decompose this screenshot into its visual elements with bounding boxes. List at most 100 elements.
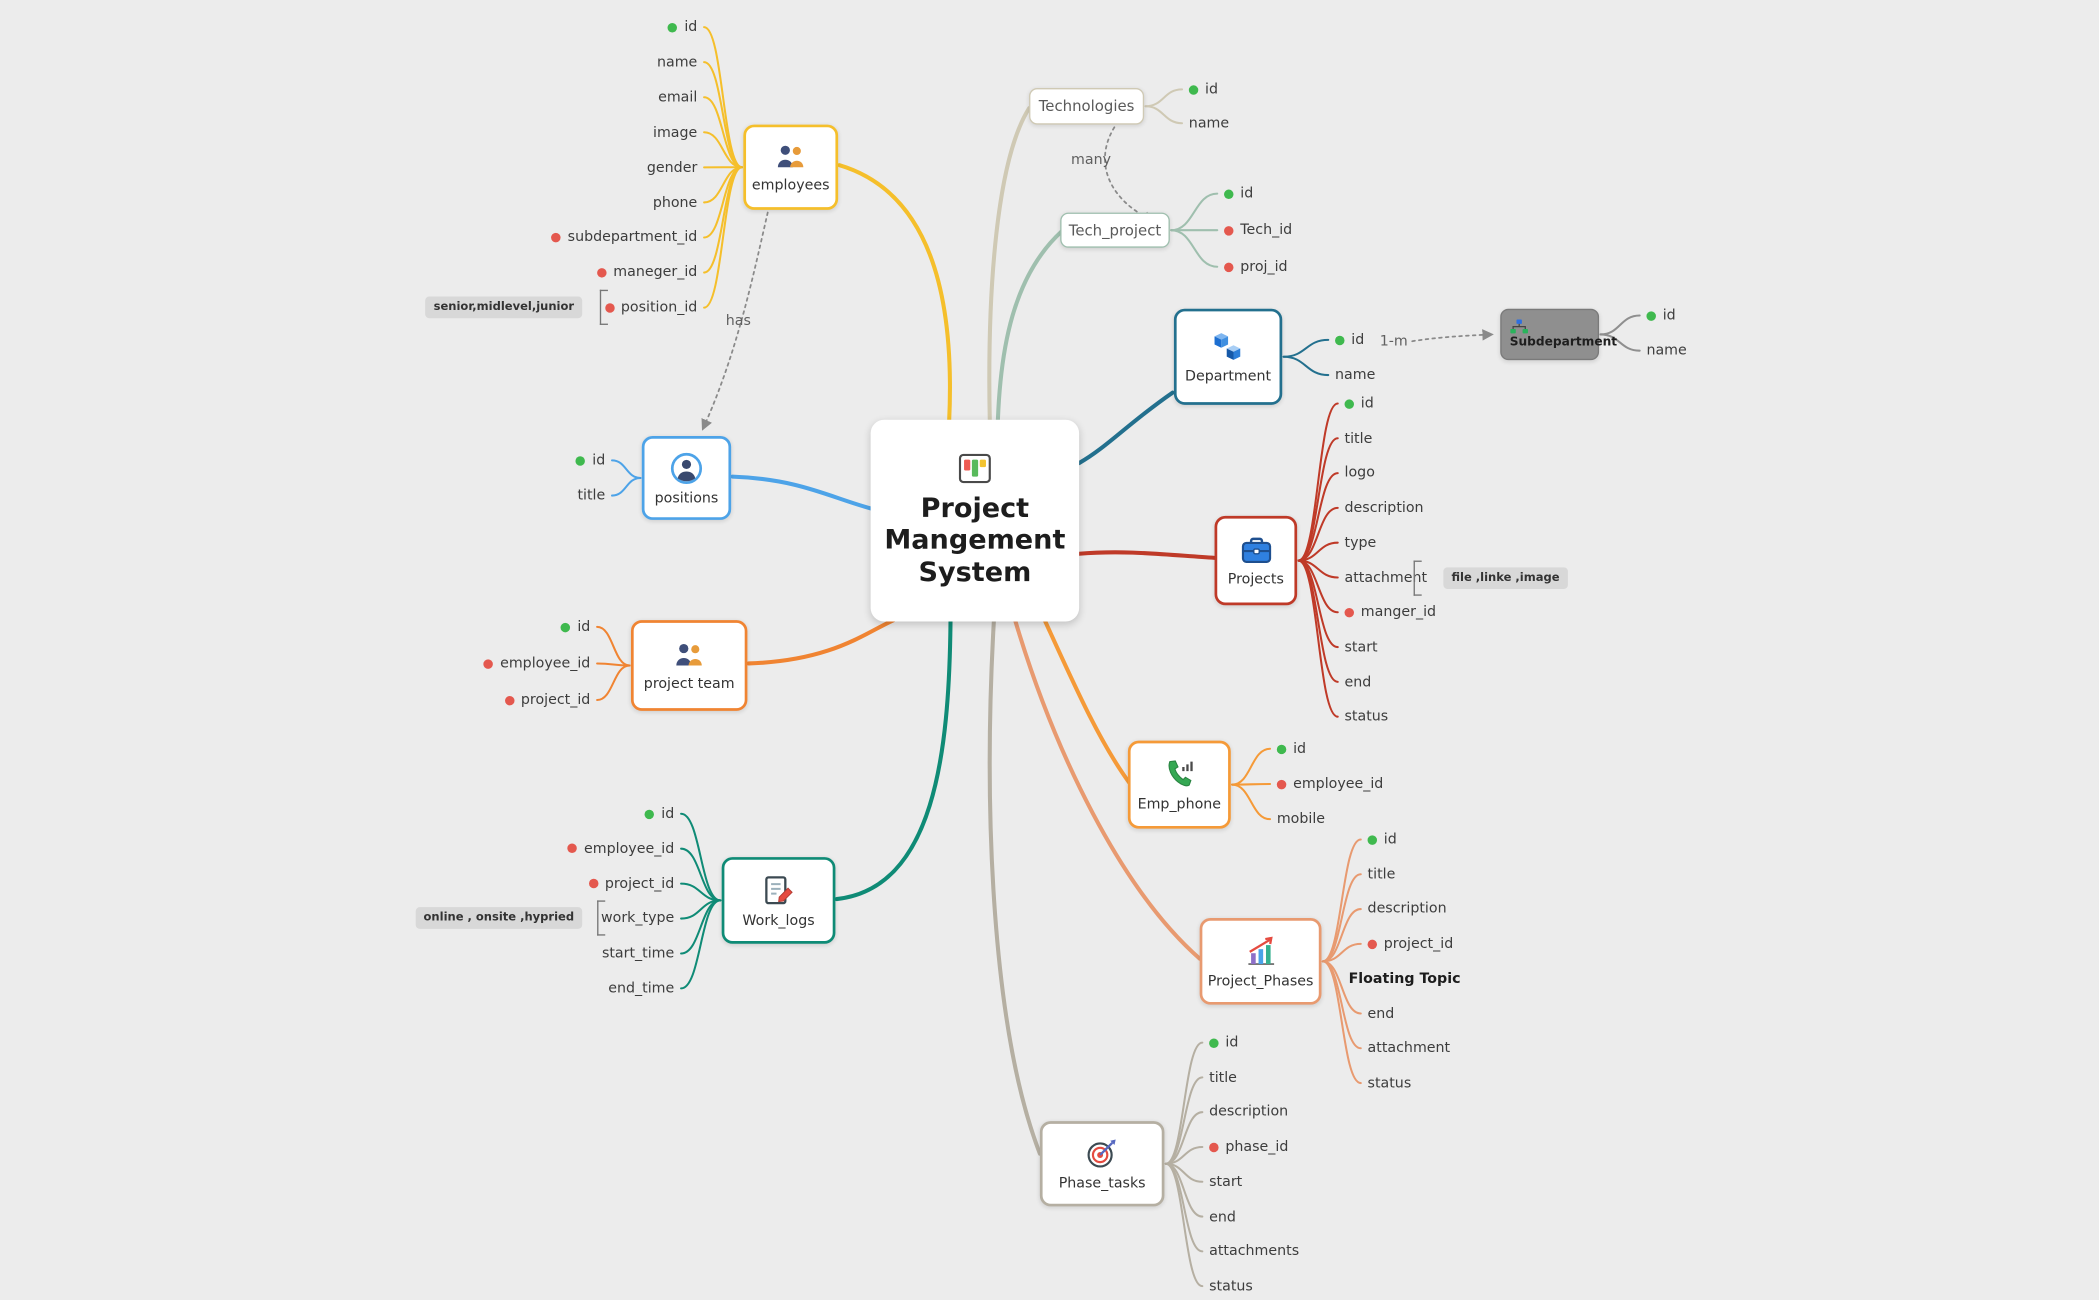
field-label: mobile [1276, 811, 1326, 828]
branch-employees [837, 163, 952, 424]
field-phase-id[interactable]: phase_id [1209, 1135, 1288, 1159]
field-id[interactable]: id [1188, 77, 1218, 101]
entity-technologies[interactable]: Technologies [1029, 88, 1145, 125]
field-start-time[interactable]: start_time [602, 941, 674, 965]
entity-department[interactable]: Department [1173, 308, 1283, 405]
field-end[interactable]: end [1368, 1001, 1395, 1025]
primary-key-dot [668, 22, 678, 32]
field-employee-id[interactable]: employee_id [1276, 772, 1383, 796]
entity-projects[interactable]: Projects [1214, 515, 1298, 606]
field-image[interactable]: image [653, 120, 697, 144]
field-position-id[interactable]: position_id [604, 295, 697, 319]
field-id[interactable]: id [1224, 181, 1253, 205]
field-work-type[interactable]: work_type [601, 906, 674, 930]
field-subdepartment-id[interactable]: subdepartment_id [551, 225, 697, 249]
field-description[interactable]: description [1368, 897, 1447, 921]
field-name[interactable]: name [1646, 339, 1686, 363]
field-id[interactable]: id [561, 615, 590, 639]
field-label: id [1293, 740, 1307, 757]
field-employee-id[interactable]: employee_id [483, 651, 590, 675]
central-topic-title: Project Mangement System [884, 490, 1066, 588]
project-team-icon [672, 639, 707, 671]
field-label: name [1335, 366, 1376, 384]
entity-project-team[interactable]: project team [630, 620, 748, 711]
primary-key-dot [1344, 398, 1354, 409]
field-connector [703, 96, 744, 169]
field-id[interactable]: id [1344, 391, 1374, 415]
field-id[interactable]: id [668, 15, 697, 39]
field-logo[interactable]: logo [1345, 461, 1375, 485]
central-topic[interactable]: Project Mangement System [870, 419, 1080, 622]
field-label: title [1344, 430, 1373, 447]
field-title[interactable]: title [1345, 426, 1373, 450]
field-title[interactable]: title [577, 483, 605, 507]
field-project-id[interactable]: project_id [504, 688, 590, 712]
entity-label: Project_Phases [1207, 972, 1314, 990]
field-label: maneger_id [613, 264, 698, 281]
field-name[interactable]: name [657, 50, 697, 74]
field-proj-id[interactable]: proj_id [1224, 255, 1288, 279]
field-status[interactable]: status [1345, 704, 1389, 728]
entity-phase-tasks[interactable]: Phase_tasks [1039, 1121, 1165, 1207]
field-end[interactable]: end [1345, 670, 1372, 694]
foreign-key-dot [1276, 779, 1287, 789]
field-id[interactable]: id [1276, 737, 1307, 761]
field-label: status [1209, 1278, 1253, 1295]
field-title[interactable]: title [1368, 862, 1396, 886]
field-connector [1231, 782, 1272, 786]
field-end[interactable]: end [1209, 1204, 1236, 1228]
field-mobile[interactable]: mobile [1277, 807, 1325, 831]
entity-subdepartment[interactable]: Subdepartment [1500, 308, 1617, 361]
field-start[interactable]: start [1345, 635, 1378, 659]
field-connector [1231, 747, 1272, 786]
field-connector [703, 61, 744, 169]
field-label: Floating Topic [1348, 970, 1461, 987]
field-type[interactable]: type [1345, 530, 1377, 554]
field-id[interactable]: id [1335, 328, 1364, 352]
field-name[interactable]: name [1335, 363, 1375, 387]
field-status[interactable]: status [1209, 1274, 1253, 1298]
field-project-id[interactable]: project_id [588, 871, 674, 895]
entity-work-logs[interactable]: Work_logs [721, 857, 836, 944]
field-connector [1599, 333, 1641, 352]
field-project-id[interactable]: project_id [1367, 932, 1453, 956]
entity-employees[interactable]: employees [743, 124, 839, 210]
field-id[interactable]: id [1646, 303, 1676, 327]
field-id[interactable]: id [1209, 1030, 1238, 1054]
field-tech-id[interactable]: Tech_id [1224, 218, 1292, 242]
field-phone[interactable]: phone [653, 190, 697, 214]
field-floating-topic[interactable]: Floating Topic [1349, 966, 1461, 990]
field-id[interactable]: id [576, 448, 605, 472]
field-maneger-id[interactable]: maneger_id [597, 260, 697, 284]
field-start[interactable]: start [1209, 1170, 1242, 1194]
entity-tech-project[interactable]: Tech_project [1060, 212, 1170, 248]
field-employee-id[interactable]: employee_id [567, 836, 674, 860]
field-manger-id[interactable]: manger_id [1344, 600, 1436, 624]
field-status[interactable]: status [1368, 1071, 1412, 1095]
field-attachments[interactable]: attachments [1209, 1239, 1299, 1263]
field-end-time[interactable]: end_time [608, 976, 674, 1000]
entity-project-phases[interactable]: Project_Phases [1199, 918, 1322, 1005]
field-attachment[interactable]: attachment [1345, 565, 1428, 589]
field-label: attachments [1209, 1243, 1300, 1260]
field-description[interactable]: description [1209, 1100, 1288, 1124]
field-connector [1321, 960, 1362, 1085]
entity-emp-phone[interactable]: Emp_phone [1127, 740, 1231, 829]
field-gender[interactable]: gender [647, 155, 697, 179]
branch-projects [1077, 550, 1217, 560]
field-label: proj_id [1240, 258, 1288, 275]
employees-icon [773, 141, 808, 173]
field-email[interactable]: email [658, 85, 697, 109]
entity-positions[interactable]: positions [641, 435, 732, 520]
field-title[interactable]: title [1209, 1065, 1237, 1089]
foreign-key-dot [1209, 1142, 1219, 1152]
field-id[interactable]: id [1367, 827, 1397, 851]
primary-key-dot [1224, 188, 1234, 199]
field-label: name [656, 54, 698, 71]
field-id[interactable]: id [645, 802, 674, 826]
field-attachment[interactable]: attachment [1368, 1036, 1451, 1060]
field-description[interactable]: description [1345, 496, 1424, 520]
field-name[interactable]: name [1189, 111, 1229, 135]
